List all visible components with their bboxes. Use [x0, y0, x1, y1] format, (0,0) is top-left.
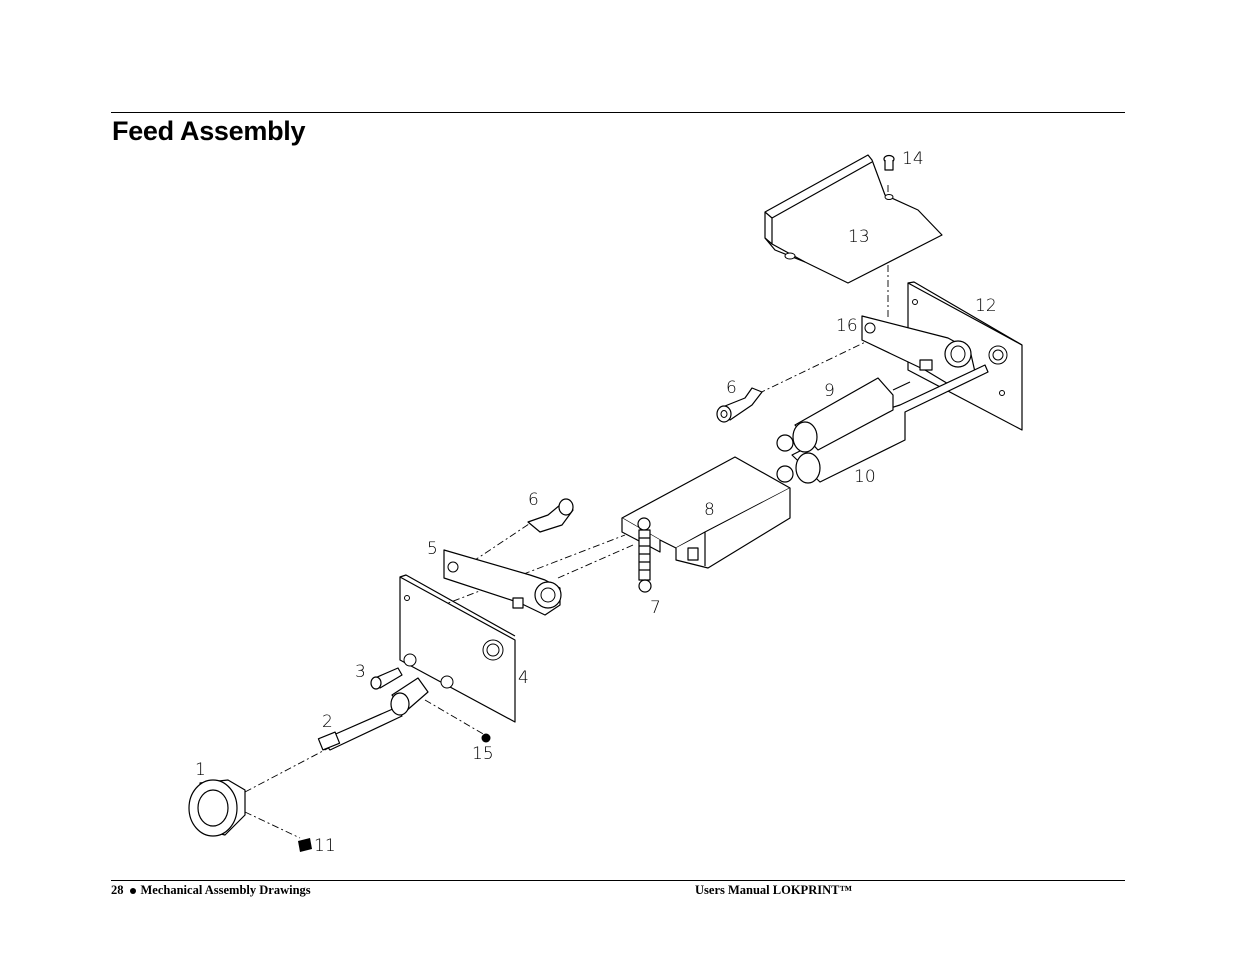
callout-6-upper: 6 [726, 378, 737, 398]
part-5-front-lever [443, 549, 562, 616]
callout-9: 9 [824, 381, 835, 401]
page-title: Feed Assembly [112, 116, 306, 146]
callout-12: 12 [975, 296, 997, 316]
callout-5: 5 [427, 539, 438, 559]
callout-10: 10 [854, 467, 876, 487]
callout-8: 8 [704, 500, 715, 520]
callout-4: 4 [518, 668, 529, 688]
part-16-rear-lever [861, 315, 976, 386]
callout-13: 13 [848, 227, 870, 247]
part-3-screw [370, 667, 403, 690]
callout-2: 2 [322, 712, 333, 732]
part-6-screw-lower [527, 498, 574, 533]
part-4-front-plate [399, 574, 516, 723]
part-1-knob [188, 779, 246, 837]
callout-7: 7 [650, 598, 661, 618]
part-2-shaft [317, 677, 429, 751]
callout-11: 11 [314, 836, 336, 856]
callout-6-lower: 6 [528, 490, 539, 510]
part-13-cover [764, 154, 943, 284]
callout-14: 14 [902, 149, 924, 169]
header-rule [111, 112, 1125, 113]
part-7-spring [637, 517, 652, 593]
callout-1: 1 [195, 760, 206, 780]
footer-rule [111, 880, 1125, 881]
callout-15: 15 [472, 744, 494, 764]
callout-3: 3 [355, 662, 366, 682]
part-15-setscrew [481, 733, 491, 743]
part-11-setscrew [298, 838, 312, 852]
footer-page-number: 28 [111, 883, 124, 897]
part-9-upper-roller [776, 377, 911, 453]
bullet-icon [129, 887, 136, 894]
callout-labels: 1 2 3 4 5 6 6 7 8 9 10 11 12 13 14 15 16 [195, 149, 997, 856]
footer-left: 28 Mechanical Assembly Drawings [111, 882, 311, 898]
part-6-screw-upper [716, 387, 763, 423]
callout-16: 16 [836, 316, 858, 336]
part-14-screw [883, 154, 895, 171]
footer-section: Mechanical Assembly Drawings [140, 883, 311, 897]
footer-manual-title: Users Manual LOKPRINT™ [695, 883, 852, 897]
